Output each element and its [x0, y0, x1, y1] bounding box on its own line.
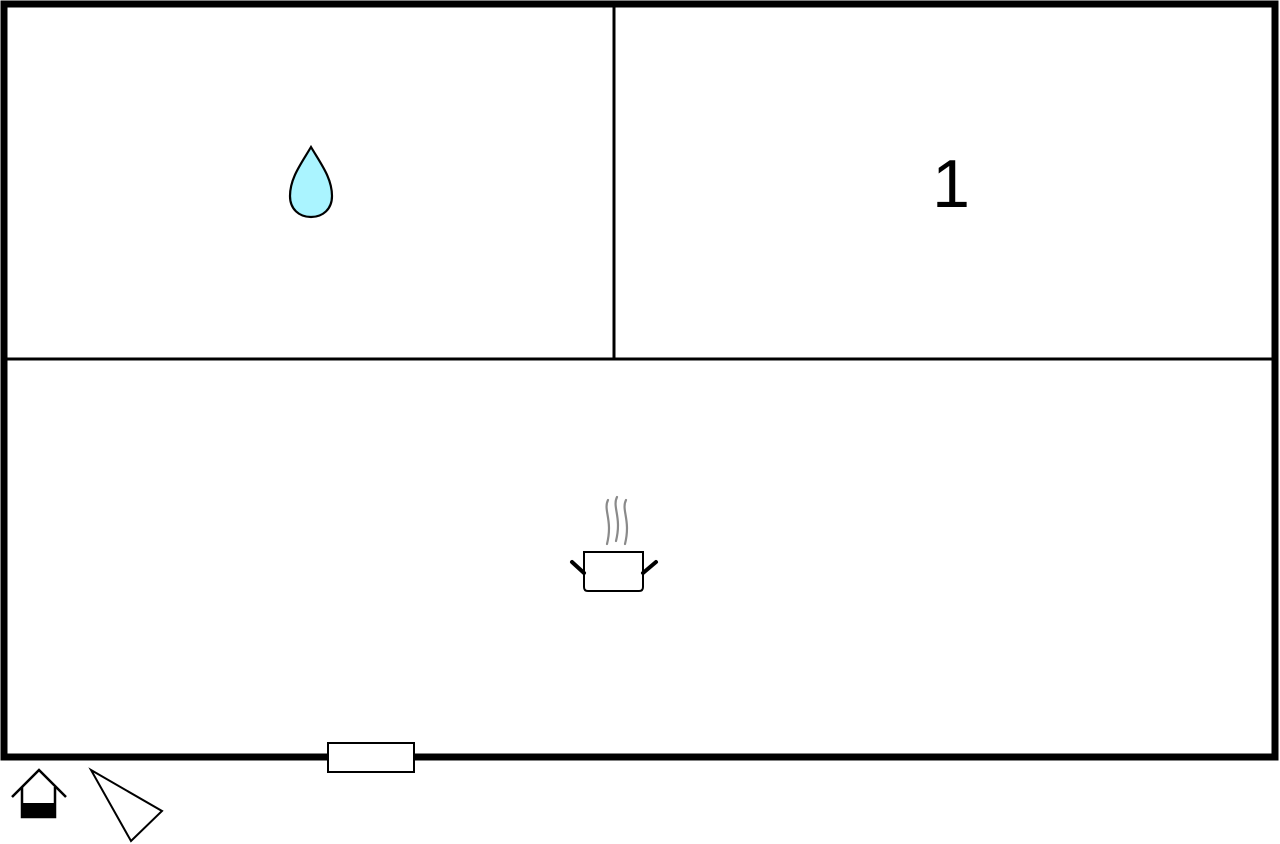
pot-handle [641, 560, 658, 575]
pot-handle [570, 560, 586, 575]
pot-body [583, 551, 644, 592]
compass-triangle-icon [88, 767, 164, 843]
window-icon [327, 742, 415, 773]
room-bathroom [288, 144, 334, 219]
steam-line [605, 498, 611, 546]
room-label: 1 [932, 146, 970, 222]
house-entrance-icon [11, 768, 67, 819]
steam-line [623, 498, 629, 546]
water-drop-icon [288, 144, 334, 219]
room-living-kitchen [570, 495, 658, 592]
outer-wall [0, 0, 1279, 761]
cooking-pot-icon [570, 495, 658, 592]
steam-line [614, 495, 620, 543]
room-bedroom: 1 [932, 146, 970, 222]
